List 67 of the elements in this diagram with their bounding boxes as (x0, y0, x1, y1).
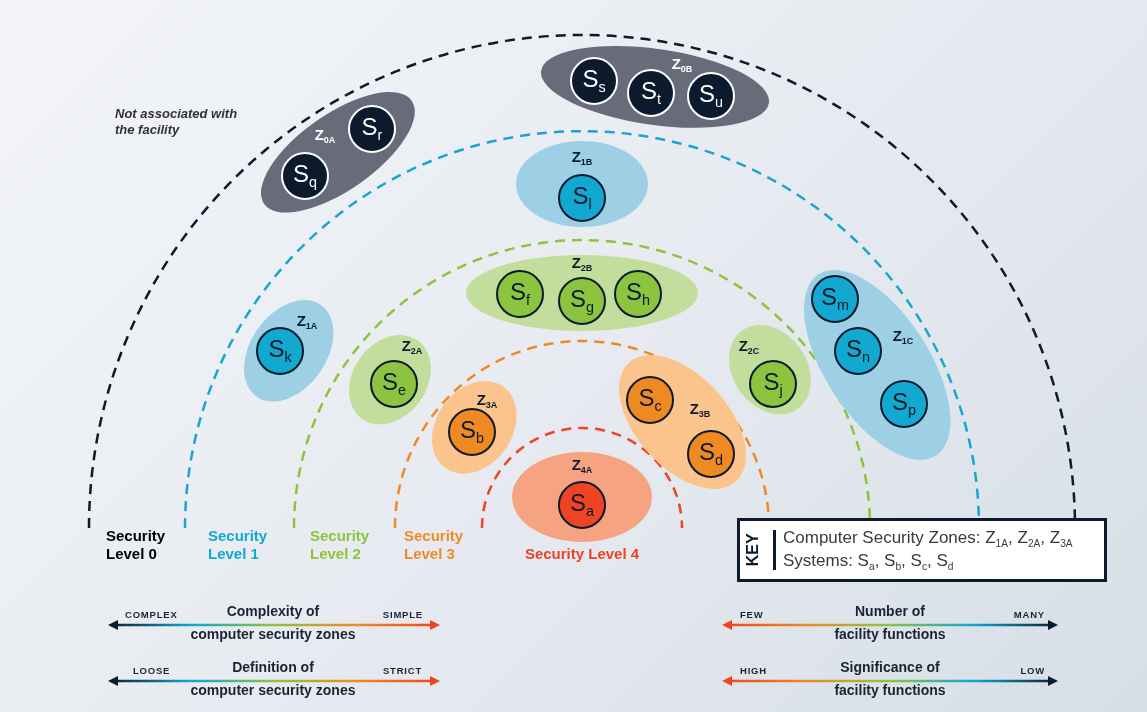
zone-label: Z$_{1B}$ (571, 148, 593, 168)
zone-label: Z$_{3B}$ (689, 400, 711, 420)
zone-ellipse (729, 325, 811, 415)
note-text: Not associated with the facility (115, 106, 239, 138)
system-label: S$_{c}$ (638, 386, 662, 414)
scale-title: Significance of (840, 659, 940, 676)
zone-label: Z$_{2A}$ (401, 337, 423, 357)
system-label: S$_{r}$ (361, 115, 383, 143)
zone-ellipse (619, 355, 747, 489)
zone-ellipse (803, 270, 951, 460)
zone-label: Z$_{0B}$ (671, 55, 693, 75)
system-label: S$_{a}$ (570, 491, 594, 519)
scale-end-label: LOW (1020, 665, 1045, 677)
system-label: S$_{d}$ (698, 440, 723, 468)
zone-label: Z$_{3A}$ (476, 391, 498, 411)
system-label: S$_{q}$ (292, 162, 317, 190)
zone-label: Z$_{2C}$ (738, 337, 760, 357)
zone-ellipse (261, 91, 415, 213)
system-label: S$_{l}$ (572, 184, 592, 212)
zone-ellipse (349, 335, 431, 425)
scale-title: facility functions (834, 626, 946, 643)
system-label: S$_{e}$ (381, 370, 406, 398)
scale-end-label: STRICT (382, 665, 422, 677)
zone-label: Z$_{0A}$ (314, 126, 336, 146)
scale-end-label: LOOSE (133, 665, 171, 677)
zone-ellipse (244, 300, 334, 402)
system-label: S$_{g}$ (570, 287, 594, 315)
zone-label: Z$_{1A}$ (296, 312, 318, 332)
zone-ellipse (541, 46, 769, 128)
scale-title: computer security zones (190, 682, 356, 699)
system-label: S$_{s}$ (582, 67, 606, 95)
scale-title: facility functions (834, 682, 946, 699)
scale-title: Number of (855, 603, 925, 620)
scale-title: Complexity of (226, 603, 320, 620)
zone-label: Z$_{1C}$ (892, 327, 914, 347)
system-label: S$_{h}$ (626, 280, 650, 308)
scale-end-label: FEW (740, 609, 764, 621)
security-level-label: Security Level 1 (208, 527, 269, 563)
key-box (737, 518, 1107, 582)
key-heading: KEY (743, 533, 762, 567)
scale-end-label: COMPLEX (125, 609, 178, 621)
scale-end-label: HIGH (740, 665, 767, 677)
zone-ellipse (431, 380, 517, 474)
security-level-label: Security Level 2 (310, 527, 371, 563)
key-text: Systems: S$_{a}$, S$_{b}$, S$_{c}$, S$_{d}$ (783, 552, 954, 572)
system-label: S$_{k}$ (268, 337, 292, 365)
security-level-label: Security Level 3 (404, 527, 465, 563)
system-label: S$_{p}$ (891, 390, 916, 418)
zone-label: Z$_{2B}$ (571, 254, 593, 274)
scale-title: computer security zones (190, 626, 356, 643)
security-level-label: Security Level 4 (524, 545, 640, 563)
zone-ellipse (512, 452, 652, 542)
system-label: S$_{f}$ (510, 280, 530, 308)
system-label: S$_{t}$ (640, 79, 661, 107)
system-label: S$_{j}$ (763, 370, 783, 398)
zone-ellipse (516, 141, 648, 227)
zone-label: Z$_{4A}$ (571, 456, 593, 476)
system-label: S$_{u}$ (698, 82, 723, 110)
scale-end-label: MANY (1013, 609, 1045, 621)
key-text: Computer Security Zones: Z$_{1A}$, Z$_{2A}$, Z$_{3A}$ (783, 529, 1073, 549)
system-label: S$_{n}$ (845, 337, 870, 365)
scale-end-label: SIMPLE (382, 609, 423, 621)
zone-ellipse (466, 255, 698, 331)
scale-title: Definition of (232, 659, 314, 676)
security-level-label: Security Level 0 (106, 527, 167, 563)
system-label: S$_{m}$ (820, 285, 849, 313)
system-label: S$_{b}$ (459, 418, 484, 446)
